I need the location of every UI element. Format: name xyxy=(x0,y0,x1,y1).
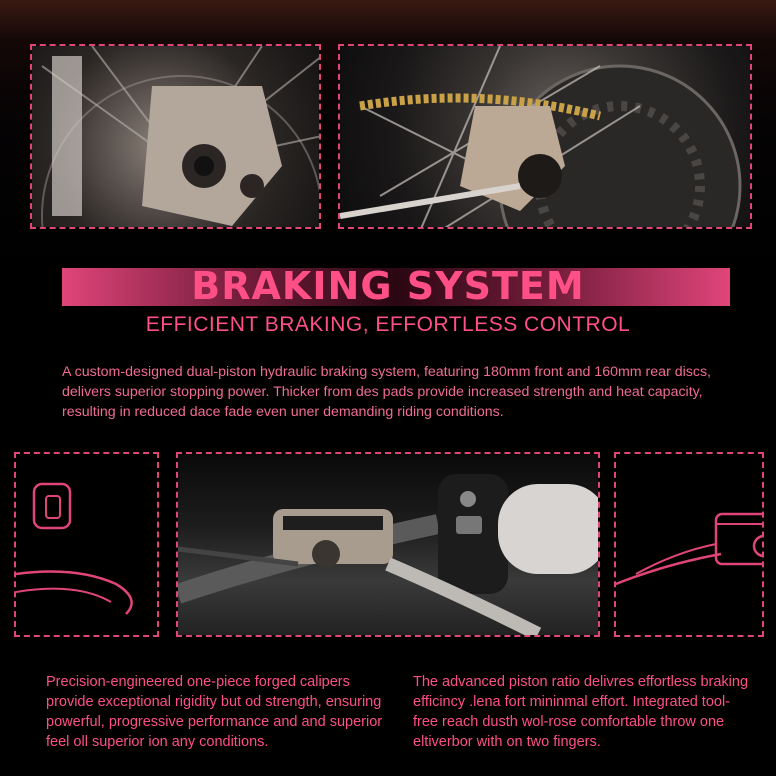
reservoir-line-icon xyxy=(616,512,762,586)
caliper-note: Precision-engineered one-piece forged ca… xyxy=(46,674,383,750)
right-reservoir-background xyxy=(616,454,762,635)
front-caliper-illustration xyxy=(41,46,319,227)
rear-caliper-image xyxy=(338,44,752,229)
lever-note: The advanced piston ratio delivres effor… xyxy=(413,674,749,750)
description-paragraph: A custom-designed dual-piston hydraulic … xyxy=(62,364,711,420)
left-lever-frame xyxy=(14,452,159,637)
lever-line-icon xyxy=(16,482,133,615)
brake-lever-image xyxy=(176,452,600,637)
section-title: BRAKING SYSTEM xyxy=(191,264,585,308)
title-banner xyxy=(62,268,730,306)
front-caliper-image xyxy=(30,44,321,229)
section-subtitle: EFFICIENT BRAKING, EFFORTLESS CONTROL xyxy=(145,313,631,336)
right-reservoir-frame xyxy=(614,452,764,637)
rear-caliper-illustration xyxy=(340,46,742,227)
brake-lever-illustration xyxy=(178,474,598,635)
